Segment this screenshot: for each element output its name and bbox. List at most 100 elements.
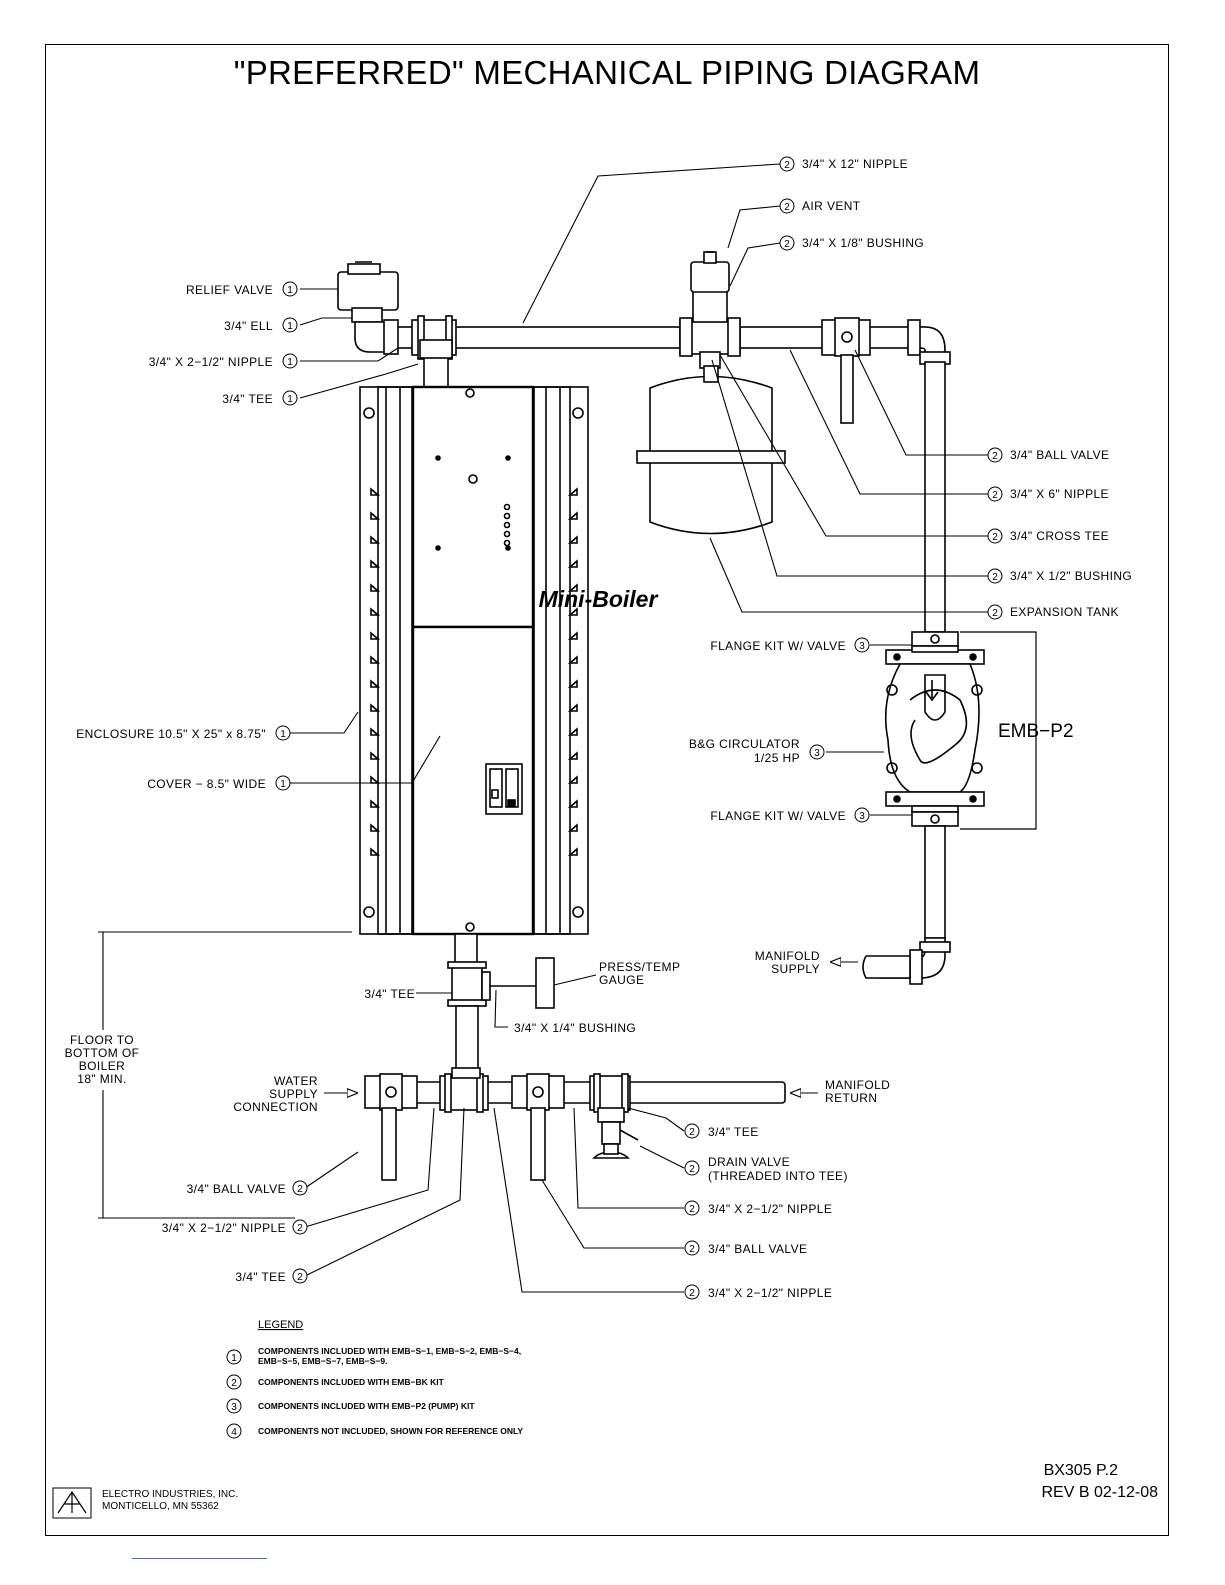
legend: LEGEND 1 COMPONENTS INCLUDED WITH EMB−S−…	[226, 1319, 523, 1439]
louver-left	[370, 487, 381, 496]
label-floor-note: FLOOR TO BOTTOM OF BOILER 18" MIN.	[65, 1033, 140, 1086]
relief-valve	[337, 261, 399, 323]
legend-item-4: 4 COMPONENTS NOT INCLUDED, SHOWN FOR REF…	[226, 1423, 523, 1439]
louver-right	[567, 799, 578, 808]
ball-valve-top	[821, 317, 871, 424]
louver-right	[567, 559, 578, 568]
svg-text:COVER − 8.5" WIDE: COVER − 8.5" WIDE	[147, 777, 266, 791]
page-footer-line	[132, 1558, 267, 1559]
louver-right	[567, 847, 578, 856]
svg-text:SUPPLY: SUPPLY	[269, 1087, 318, 1101]
louver-right	[567, 751, 578, 760]
cross-tee	[679, 289, 741, 369]
svg-text:2: 2	[992, 572, 998, 583]
callout-bushing-18: 2 3/4" X 1/8" BUSHING	[779, 235, 924, 251]
tee-top	[411, 315, 457, 388]
legend-item-2: 2 COMPONENTS INCLUDED WITH EMB−BK KIT	[226, 1374, 445, 1390]
callout-ell: 3/4" ELL 1	[224, 317, 298, 333]
callout-tee-left: 3/4" TEE 2	[235, 1268, 308, 1284]
louver-right	[567, 775, 578, 784]
callout-tee-top: 3/4" TEE 1	[222, 390, 298, 406]
flange-kit-bottom	[885, 791, 985, 827]
label-tee-gauge: 3/4" TEE	[364, 987, 415, 1001]
svg-text:EXPANSION TANK: EXPANSION TANK	[1010, 605, 1119, 619]
svg-text:18" MIN.: 18" MIN.	[77, 1072, 126, 1086]
ell-fitting	[354, 319, 399, 355]
callout-ball-valve-top: 2 3/4" BALL VALVE	[987, 447, 1109, 463]
callout-expansion-tank: 2 EXPANSION TANK	[987, 604, 1119, 620]
boiler-breaker	[485, 763, 523, 815]
svg-text:EMB−S−5, EMB−S−7, EMB−S−9.: EMB−S−5, EMB−S−7, EMB−S−9.	[258, 1356, 387, 1366]
louver-left	[370, 679, 381, 688]
svg-text:WATER: WATER	[274, 1074, 318, 1088]
svg-text:2: 2	[784, 202, 790, 213]
riser-pipe	[924, 361, 946, 633]
svg-text:FLANGE KIT W/ VALVE: FLANGE KIT W/ VALVE	[710, 639, 846, 653]
louver-left	[370, 727, 381, 736]
svg-text:2: 2	[992, 490, 998, 501]
louver-right	[567, 823, 578, 832]
label-water-supply: WATER SUPPLY CONNECTION	[233, 1074, 318, 1114]
svg-text:FLOOR TO: FLOOR TO	[70, 1033, 134, 1047]
callout-nipple-6: 2 3/4" X 6" NIPPLE	[987, 486, 1109, 502]
svg-text:3/4" X 6" NIPPLE: 3/4" X 6" NIPPLE	[1010, 487, 1109, 501]
svg-text:3/4" X 2−1/2" NIPPLE: 3/4" X 2−1/2" NIPPLE	[708, 1202, 832, 1216]
svg-text:COMPONENTS NOT INCLUDED, SHOWN: COMPONENTS NOT INCLUDED, SHOWN FOR REFER…	[258, 1426, 523, 1436]
svg-text:2: 2	[689, 1204, 695, 1215]
louver-left	[370, 703, 381, 712]
louver-right	[567, 583, 578, 592]
svg-text:4: 4	[231, 1427, 237, 1438]
svg-text:3/4" BALL VALVE: 3/4" BALL VALVE	[1010, 448, 1109, 462]
svg-text:3: 3	[859, 641, 865, 652]
callout-air-vent: 2 AIR VENT	[779, 198, 861, 214]
drawing-border	[45, 44, 1169, 1536]
callout-cover: COVER − 8.5" WIDE 1	[147, 775, 291, 791]
louver-right	[567, 487, 578, 496]
boiler-louvers	[370, 487, 578, 856]
svg-text:2: 2	[689, 1288, 695, 1299]
louver-right	[567, 511, 578, 520]
callout-ball-valve-bottom: 2 3/4" BALL VALVE	[684, 1240, 807, 1256]
svg-text:3: 3	[859, 811, 865, 822]
svg-text:2: 2	[784, 239, 790, 250]
leader-lines	[98, 163, 988, 1293]
svg-text:MANIFOLD: MANIFOLD	[825, 1078, 890, 1092]
svg-text:3/4" X 12" NIPPLE: 3/4" X 12" NIPPLE	[802, 157, 908, 171]
callout-flange-top: FLANGE KIT W/ VALVE 3	[710, 637, 870, 653]
doc-id: BX305 P.2	[1044, 1462, 1119, 1479]
louver-left	[370, 559, 381, 568]
svg-text:1: 1	[287, 357, 293, 368]
svg-text:MANIFOLD: MANIFOLD	[755, 949, 820, 963]
callout-nipple-right2: 2 3/4" X 2−1/2" NIPPLE	[684, 1284, 832, 1300]
flow-arrows	[324, 962, 858, 1093]
callout-nipple-12: 2 3/4" X 12" NIPPLE	[779, 156, 908, 172]
boiler-label: Mini-Boiler	[539, 586, 659, 612]
svg-text:ENCLOSURE 10.5" X 25" x 8.75": ENCLOSURE 10.5" X 25" x 8.75"	[76, 727, 266, 741]
company-name: ELECTRO INDUSTRIES, INC.	[102, 1489, 238, 1500]
louver-left	[370, 799, 381, 808]
louver-right	[567, 703, 578, 712]
vertical-return-pipe	[455, 1005, 479, 1079]
svg-text:RETURN: RETURN	[825, 1091, 877, 1105]
callout-nipple-right1: 2 3/4" X 2−1/2" NIPPLE	[684, 1200, 832, 1216]
svg-text:1: 1	[287, 321, 293, 332]
company-city: MONTICELLO, MN 55362	[102, 1501, 219, 1512]
legend-item-1: 1 COMPONENTS INCLUDED WITH EMB−S−1, EMB−…	[226, 1346, 521, 1366]
svg-text:BOTTOM OF: BOTTOM OF	[65, 1046, 140, 1060]
svg-text:3/4" X 1/2" BUSHING: 3/4" X 1/2" BUSHING	[1010, 569, 1132, 583]
legend-heading: LEGEND	[258, 1319, 303, 1331]
emb-p2-label: EMB−P2	[998, 721, 1074, 742]
svg-text:COMPONENTS INCLUDED WITH EMB−P: COMPONENTS INCLUDED WITH EMB−P2 (PUMP) K…	[258, 1401, 475, 1411]
label-manifold-return: MANIFOLD RETURN	[825, 1078, 890, 1105]
svg-text:DRAIN VALVE: DRAIN VALVE	[708, 1155, 790, 1169]
svg-text:1/25 HP: 1/25 HP	[754, 751, 800, 765]
louver-left	[370, 607, 381, 616]
svg-text:AIR VENT: AIR VENT	[802, 199, 861, 213]
drain-valve	[592, 1107, 639, 1159]
svg-text:3/4" ELL: 3/4" ELL	[224, 319, 273, 333]
louver-right	[567, 727, 578, 736]
svg-text:RELIEF VALVE: RELIEF VALVE	[186, 283, 273, 297]
louver-left	[370, 751, 381, 760]
svg-text:3/4" CROSS TEE: 3/4" CROSS TEE	[1010, 529, 1109, 543]
